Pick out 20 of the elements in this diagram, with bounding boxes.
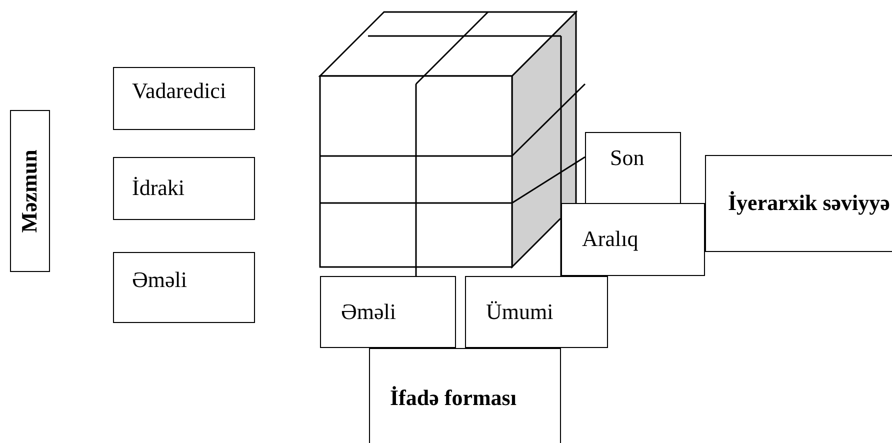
category-label: İyerarxik səviyyə: [728, 190, 890, 217]
category-label: Ümumi: [486, 298, 554, 326]
label-box: [585, 132, 681, 204]
label-box: [320, 276, 456, 348]
label-box: [465, 276, 608, 348]
label-box: [561, 203, 705, 276]
label-box: [113, 252, 255, 323]
axis-title: Məzmun: [16, 149, 43, 233]
category-label: Aralıq: [582, 226, 638, 253]
label-box: [113, 67, 255, 130]
label-box: [113, 157, 255, 220]
category-label: İfadə forması: [390, 385, 516, 412]
vertical-label-box: [10, 110, 50, 272]
category-label: Vadaredici: [132, 78, 226, 104]
category-label: Son: [610, 145, 644, 172]
label-box: [369, 348, 561, 443]
label-box: [705, 155, 892, 252]
category-label: Əməli: [132, 267, 187, 294]
category-label: İdraki: [132, 175, 185, 202]
category-label: Əməli: [341, 298, 396, 326]
